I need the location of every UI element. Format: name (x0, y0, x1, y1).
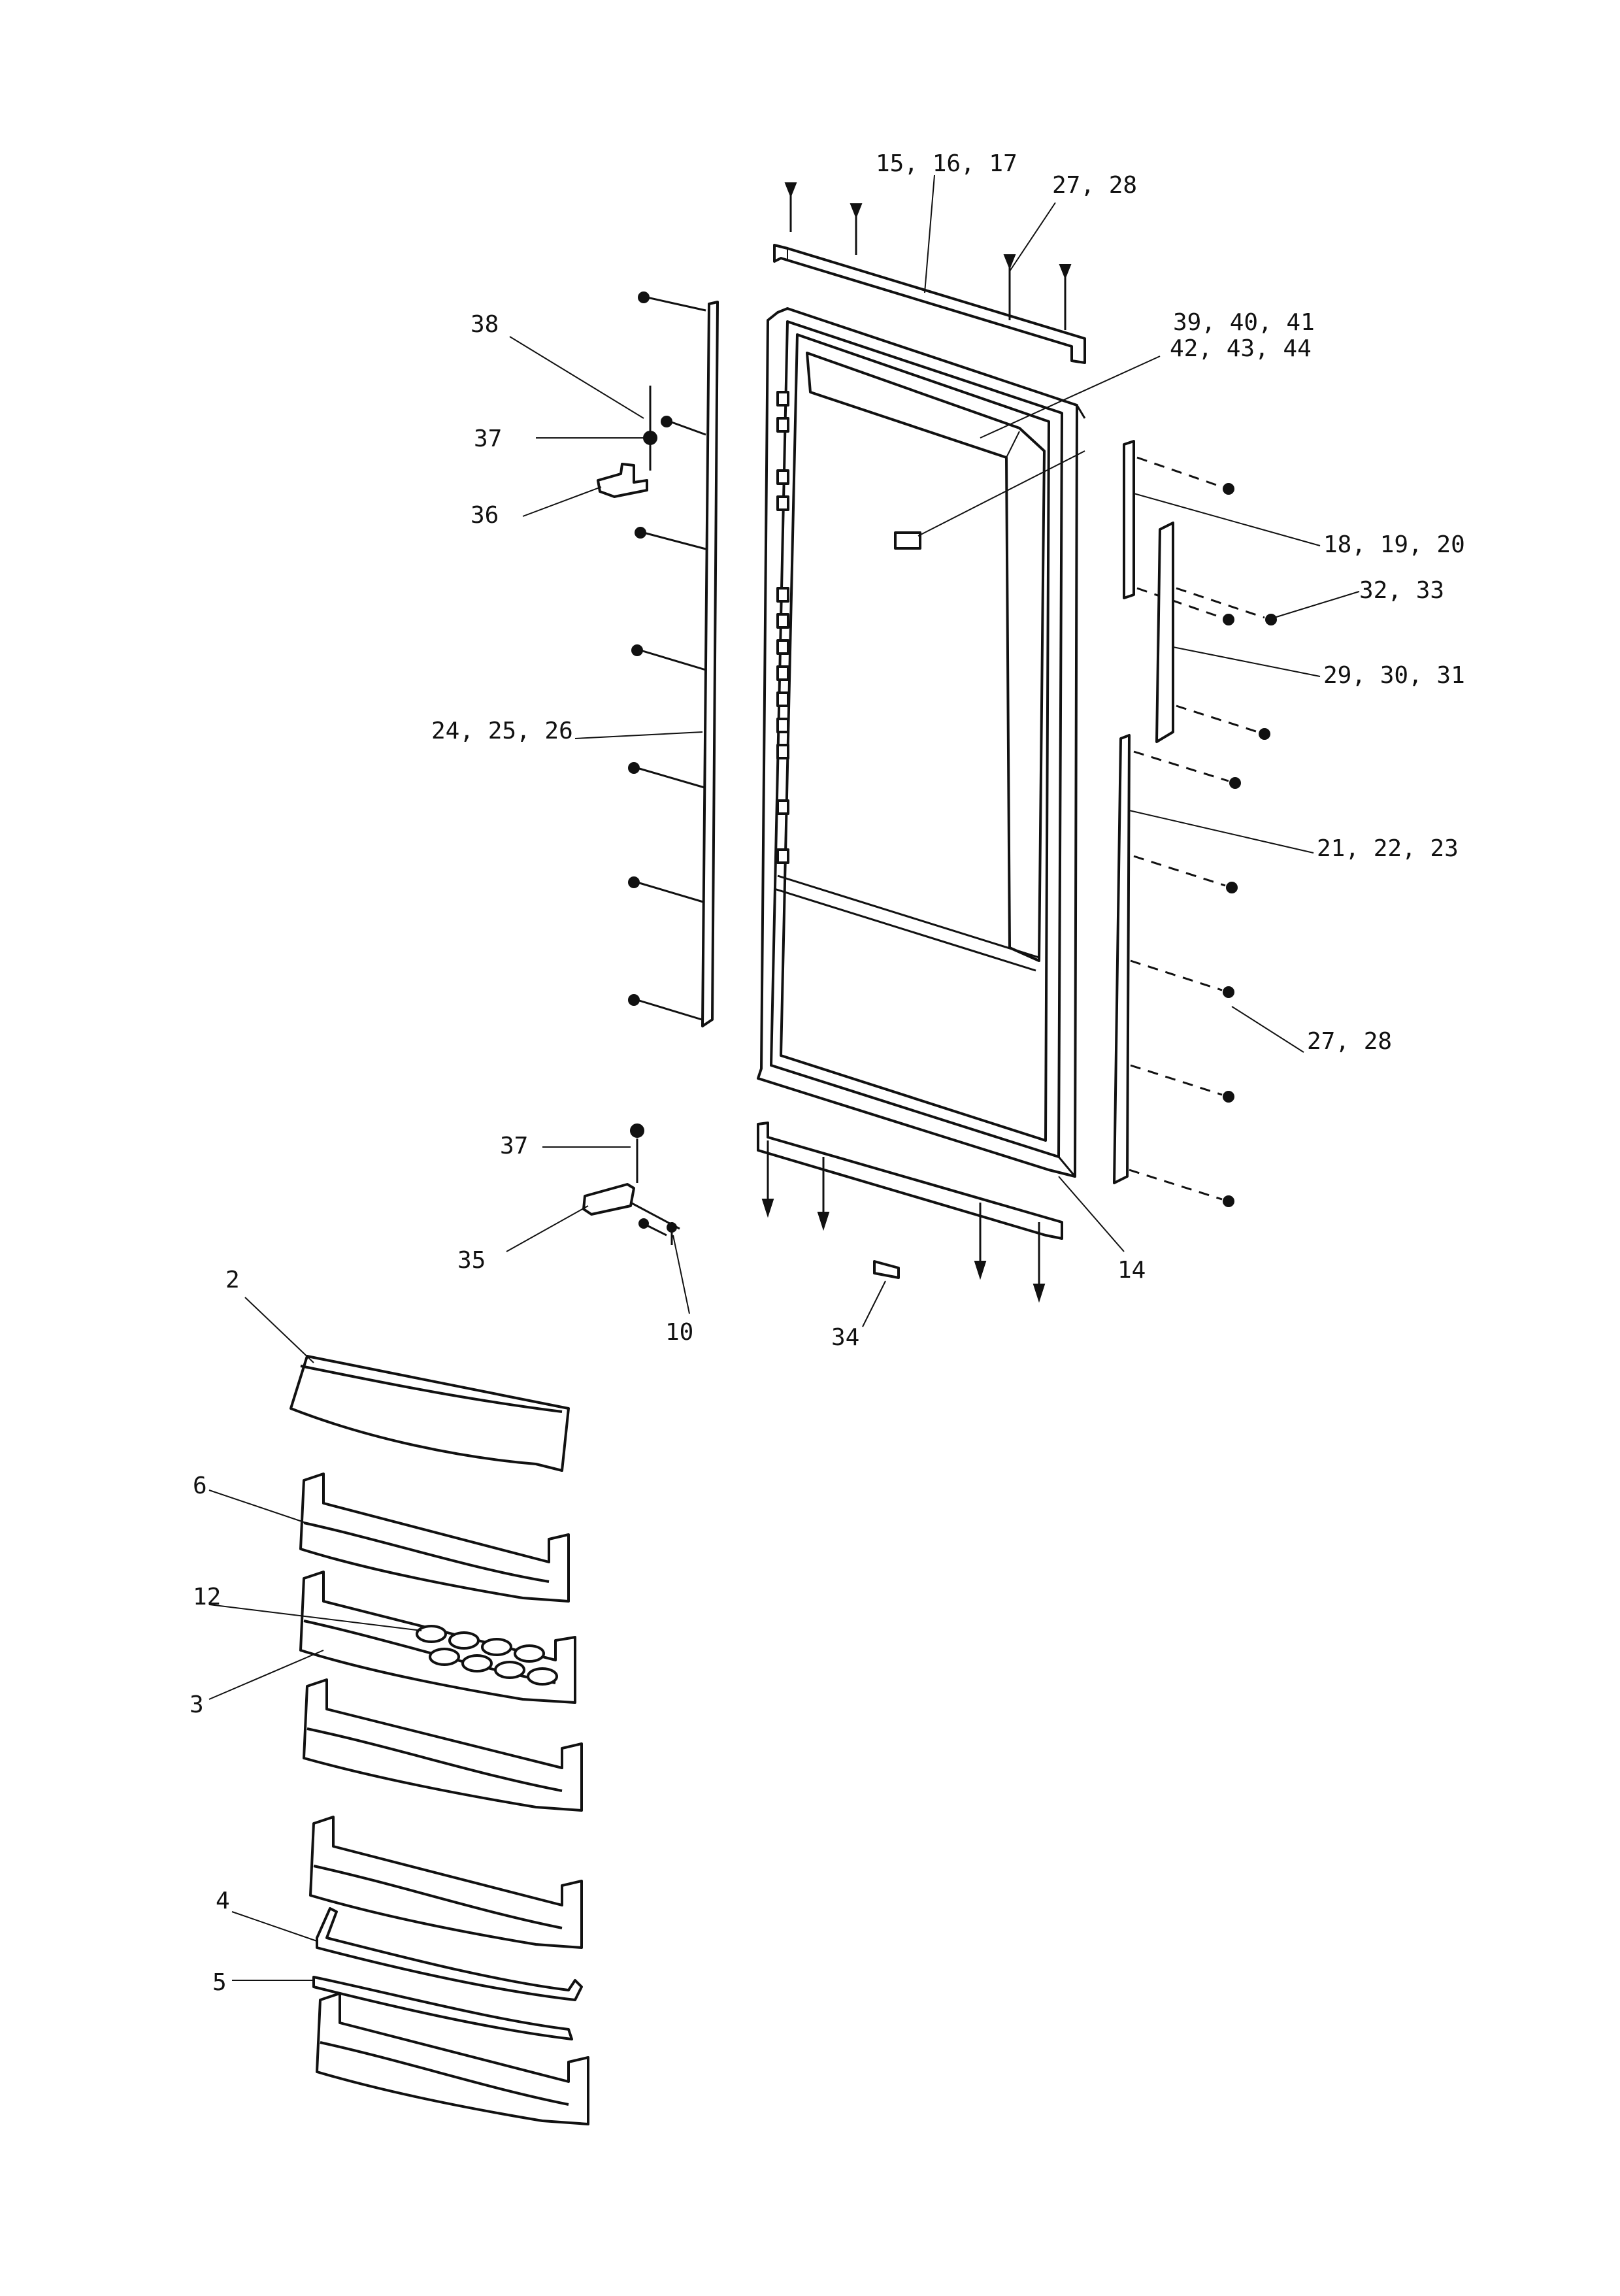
callout-18-19-20: 18, 19, 20 (1323, 531, 1465, 558)
bottom-hinge-parts (582, 1123, 680, 1245)
door-frame (757, 307, 1086, 1178)
callout-29-30-31: 29, 30, 31 (1323, 662, 1465, 689)
callout-36: 36 (471, 502, 499, 529)
inner-liner (806, 352, 1046, 962)
callout-3: 3 (190, 1691, 204, 1718)
callout-34: 34 (831, 1324, 859, 1351)
top-hinge-parts (597, 386, 657, 498)
shelf-bin-1 (303, 1678, 583, 1812)
shelf-bin-3 (316, 1992, 589, 2125)
callout-4: 4 (216, 1888, 230, 1914)
callout-42-43-44: 42, 43, 44 (1170, 335, 1312, 362)
left-strip-screws (628, 291, 706, 1021)
bar-5 (312, 1976, 573, 2040)
egg-cups (416, 1625, 558, 1686)
callout-38: 38 (471, 311, 499, 338)
callout-10: 10 (665, 1319, 693, 1346)
callout-35: 35 (457, 1247, 486, 1274)
callout-5: 5 (212, 1969, 227, 1996)
callout-39-40-41: 39, 40, 41 (1173, 309, 1315, 336)
callout-24-25-26: 24, 25, 26 (431, 718, 573, 744)
top-rail (773, 244, 1086, 364)
callout-14: 14 (1117, 1257, 1146, 1284)
liner-slots (776, 391, 789, 864)
callout-37-bottom: 37 (500, 1133, 528, 1159)
callout-37-top: 37 (474, 425, 502, 452)
callout-32-33: 32, 33 (1359, 577, 1444, 604)
callout-27-28-top: 27, 28 (1052, 172, 1137, 199)
right-strip-lower (1113, 734, 1241, 1207)
clip-34 (873, 1260, 900, 1279)
callout-2: 2 (225, 1267, 240, 1293)
callout-12: 12 (193, 1584, 221, 1610)
callout-27-28-bottom: 27, 28 (1307, 1028, 1392, 1055)
right-handle-strip (1155, 522, 1277, 743)
bottom-rail (757, 1122, 1063, 1240)
callout-15-16-17: 15, 16, 17 (876, 150, 1017, 177)
shelf-6 (299, 1472, 570, 1603)
leader-lines (208, 175, 1360, 1981)
bar-4 (316, 1907, 583, 2001)
left-strip (701, 301, 719, 1027)
callout-6: 6 (193, 1472, 207, 1499)
right-strip-upper (1123, 440, 1234, 625)
callout-21-22-23: 21, 22, 23 (1317, 835, 1459, 862)
shelf-3-egg (299, 1571, 576, 1704)
shelf-2-cover (289, 1355, 570, 1472)
top-rail-screws (784, 182, 1072, 330)
callout-labels: 15, 16, 17 27, 28 39, 40, 41 42, 43, 44 … (190, 150, 1465, 1996)
bottom-rail-screws (761, 1140, 1046, 1303)
shelf-bin-2 (309, 1816, 583, 1949)
